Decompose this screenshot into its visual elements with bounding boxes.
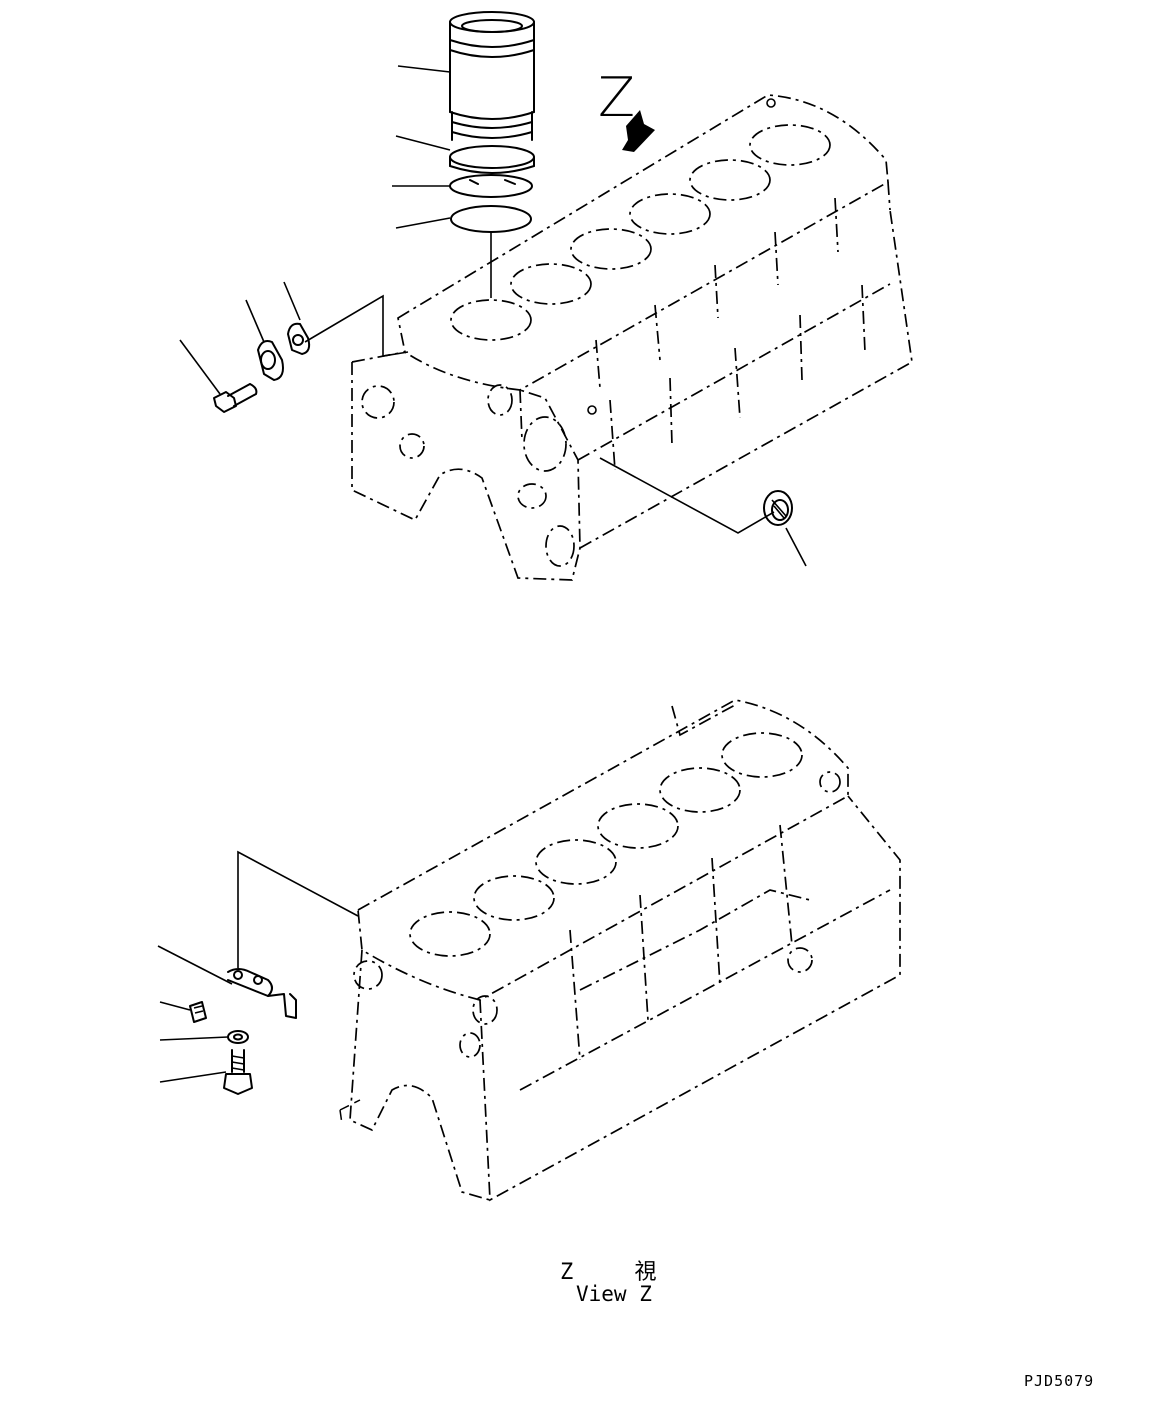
callout-leaders-upper xyxy=(179,65,807,567)
o-ring-icon xyxy=(449,145,535,174)
view-arrow-label: Z xyxy=(598,66,635,129)
view-caption-english: View Z xyxy=(576,1282,652,1306)
flange-bolt-icon xyxy=(223,1049,253,1095)
cylinder-liner-icon xyxy=(449,11,535,141)
cover-plate-icon xyxy=(257,340,284,381)
o-ring-icon xyxy=(449,174,533,198)
view-caption-japanese: Z 視 xyxy=(560,1260,681,1285)
plug-icon xyxy=(763,490,793,526)
upper-cylinder-block xyxy=(304,94,913,581)
bracket-icon xyxy=(227,968,297,1019)
drawing-code: PJD5079 xyxy=(1024,1372,1095,1390)
o-ring-icon xyxy=(450,205,532,233)
gasket-icon xyxy=(287,322,311,355)
view-arrow-icon xyxy=(622,110,655,152)
washer-icon xyxy=(227,1030,249,1044)
callout-leaders-lower xyxy=(157,945,233,1083)
bolt-icon xyxy=(213,383,258,413)
plug-icon xyxy=(189,1001,207,1023)
lower-cylinder-block xyxy=(237,699,901,1202)
